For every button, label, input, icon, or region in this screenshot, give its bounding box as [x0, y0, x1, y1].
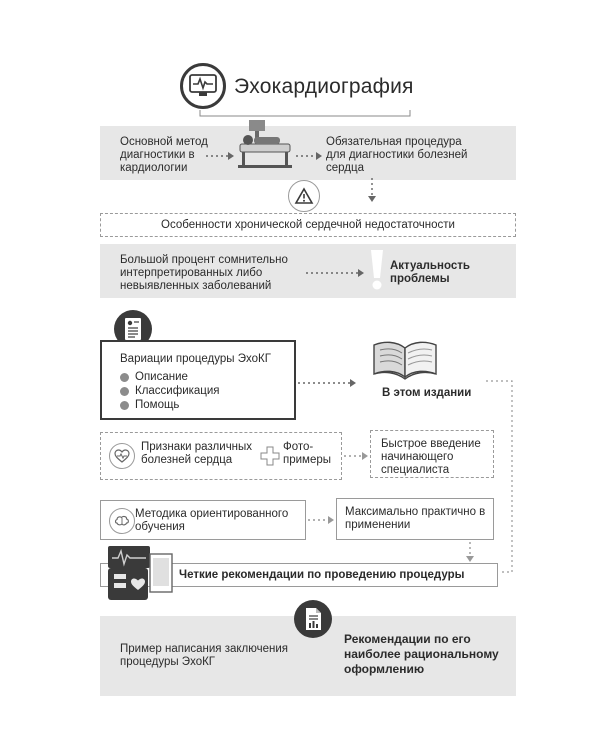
- variations-title: Вариации процедуры ЭхоКГ: [120, 353, 271, 365]
- method-text: Методика ориентированного обучения: [135, 508, 289, 533]
- bottom-left-text: Пример написания заключения процедуры Эх…: [120, 643, 289, 668]
- practical-text: Максимально практично в применении: [345, 506, 486, 531]
- book-label: В этом издании: [382, 387, 472, 399]
- photo-text: Фото-примеры: [283, 441, 332, 466]
- row2-left-text: Большой процент сомнительно интерпретиро…: [120, 254, 288, 292]
- variations-box: Вариации процедуры ЭхоКГ Описание Класси…: [100, 340, 296, 420]
- heart-icon: [109, 443, 135, 469]
- brain-icon: [109, 508, 135, 534]
- method-box: Методика ориентированного обучения: [100, 500, 306, 540]
- practical-box: Максимально практично в применении: [336, 498, 494, 540]
- row2-band: [100, 244, 516, 298]
- clear-text: Четкие рекомендации по проведению процед…: [179, 569, 465, 581]
- hospital-bed-icon: [236, 118, 298, 174]
- book-icon: [372, 336, 438, 380]
- variations-item: Помощь: [120, 398, 220, 412]
- plus-icon: [260, 446, 280, 470]
- chronic-text: Особенности хронической сердечной недост…: [161, 218, 455, 231]
- bottom-right-text: Рекомендации по его наиболее рационально…: [344, 632, 499, 676]
- exclamation-icon: [370, 250, 384, 290]
- ultrasound-device-icon: [106, 546, 176, 602]
- signs-text: Признаки различных болезней сердца: [141, 441, 253, 466]
- chronic-box: Особенности хронической сердечной недост…: [100, 213, 516, 237]
- row1-left-text: Основной метод диагностики в кардиологии: [120, 136, 208, 174]
- quick-box: Быстрое введение начинающего специалиста: [370, 430, 494, 478]
- signs-box: Признаки различных болезней сердца Фото-…: [100, 432, 342, 480]
- warning-icon: [288, 180, 320, 212]
- variations-item: Классификация: [120, 384, 220, 398]
- variations-item: Описание: [120, 370, 220, 384]
- row2-right-text: Актуальность проблемы: [390, 260, 470, 285]
- row1-band: [100, 126, 516, 180]
- report-icon: [294, 600, 332, 638]
- ecg-monitor-icon: [180, 63, 226, 109]
- page-title: Эхокардиография: [234, 75, 414, 98]
- row1-right-text: Обязательная процедура для диагностики б…: [326, 136, 468, 174]
- quick-text: Быстрое введение начинающего специалиста: [381, 438, 481, 476]
